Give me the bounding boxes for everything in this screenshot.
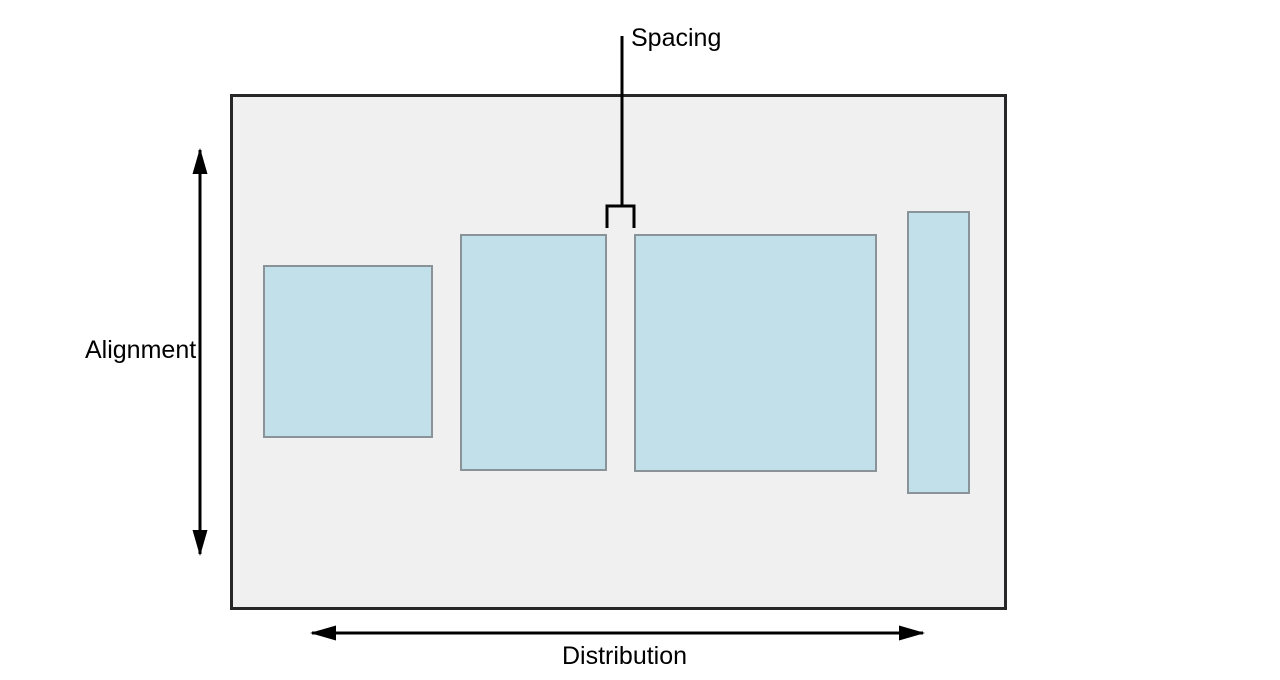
distribution-label: Distribution (562, 642, 688, 670)
spacing-label: Spacing (631, 24, 722, 52)
alignment-label: Alignment (85, 336, 197, 364)
distribution-double-arrow (310, 625, 925, 641)
element-rect-2[interactable] (460, 234, 607, 471)
element-rect-3[interactable] (634, 234, 877, 472)
element-rect-4[interactable] (907, 211, 970, 494)
element-rect-1[interactable] (263, 265, 433, 438)
